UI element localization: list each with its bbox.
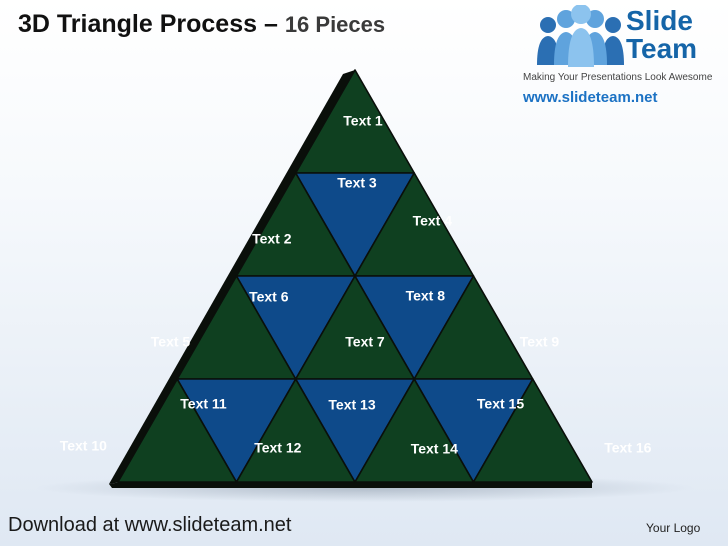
- piece-label-5: Text 5: [151, 334, 191, 350]
- piece-label-4: Text 4: [413, 213, 453, 229]
- people-icon: [537, 5, 624, 67]
- triangle-labels: Text 1 Text 2 Text 3 Text 4 Text 5 Text 6 Text…: [60, 113, 652, 457]
- piece-label-1: Text 1: [343, 113, 383, 129]
- pyramid-side-face: [109, 70, 355, 484]
- triangle-piece-16: [472, 378, 593, 483]
- slideteam-logo[interactable]: Slide Team Making Your Presentations Loo…: [523, 5, 723, 113]
- piece-label-10: Text 10: [60, 438, 107, 454]
- piece-label-3: Text 3: [337, 174, 377, 190]
- logo-url[interactable]: www.slideteam.net: [523, 89, 658, 106]
- your-logo-placeholder: Your Logo: [646, 521, 701, 535]
- piece-label-16: Text 16: [604, 440, 651, 456]
- piece-label-9: Text 9: [520, 334, 560, 350]
- triangle-pieces: [117, 69, 593, 483]
- logo-tagline: Making Your Presentations Look Awesome: [523, 72, 713, 83]
- pyramid-base-edge: [109, 482, 592, 488]
- piece-label-14: Text 14: [411, 441, 458, 457]
- piece-label-2: Text 2: [252, 231, 292, 247]
- download-footer[interactable]: Download at www.slideteam.net: [8, 514, 292, 536]
- title-subtitle: 16 Pieces: [284, 12, 386, 37]
- logo-brand: Slide Team: [626, 5, 698, 64]
- piece-label-15: Text 15: [477, 395, 524, 411]
- piece-label-12: Text 12: [254, 440, 301, 456]
- title-main: 3D Triangle Process –: [18, 10, 278, 38]
- slide-title: 3D Triangle Process – 16 Pieces: [18, 10, 385, 39]
- piece-label-13: Text 13: [328, 396, 375, 412]
- piece-label-6: Text 6: [249, 288, 289, 304]
- piece-label-8: Text 8: [406, 287, 446, 303]
- piece-label-11: Text 11: [180, 395, 227, 411]
- piece-label-7: Text 7: [345, 334, 385, 350]
